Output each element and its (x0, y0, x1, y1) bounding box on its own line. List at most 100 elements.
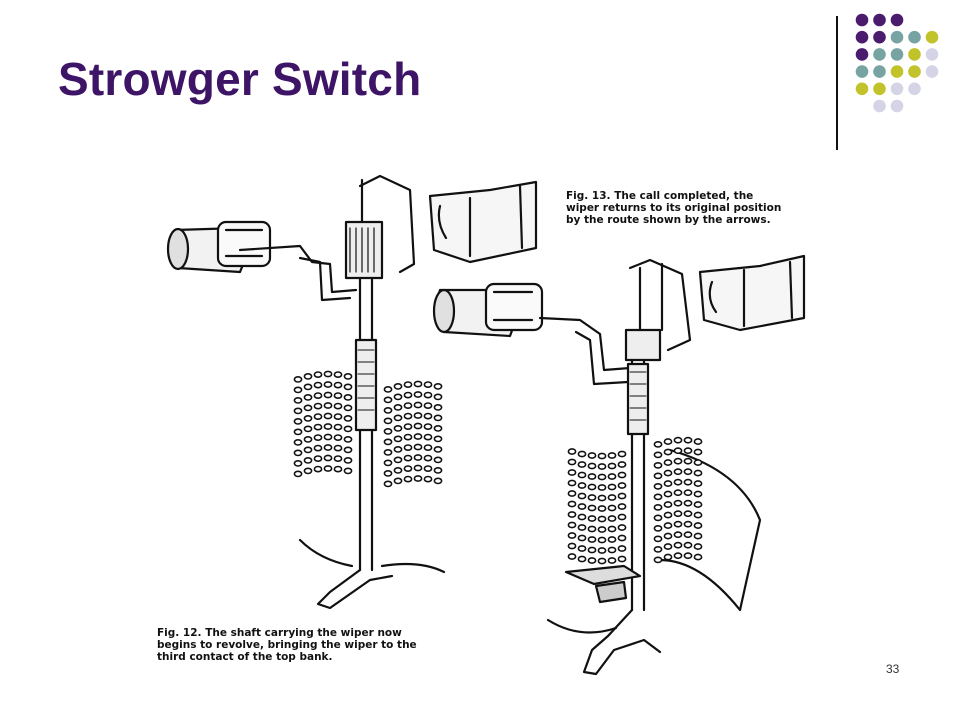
bank-contact (403, 391, 413, 399)
bank-contact (663, 469, 673, 477)
bank-contact (577, 482, 587, 489)
left-contact-bank (293, 370, 443, 488)
decorative-dot (908, 30, 921, 44)
bank-contact (577, 555, 587, 563)
bank-contact (597, 494, 607, 502)
bank-contact (673, 468, 683, 476)
bank-contact (663, 511, 673, 519)
bank-contact (663, 490, 673, 498)
bank-contact (683, 489, 693, 497)
bank-contact (313, 413, 323, 420)
bank-contact (383, 448, 393, 456)
right-contact-bank (567, 436, 703, 565)
bank-contact (577, 471, 587, 479)
bank-contact (597, 557, 607, 565)
bank-contact (597, 463, 607, 470)
caption-fig12: Fig. 12. The shaft carrying the wiper no… (157, 627, 417, 663)
bank-contact (607, 536, 617, 543)
bank-contact (673, 510, 683, 518)
bank-contact (383, 406, 393, 414)
bank-contact (597, 473, 607, 481)
bank-contact (683, 520, 693, 528)
bank-contact (673, 552, 683, 560)
decorative-dot (908, 65, 921, 78)
bank-contact (673, 541, 683, 549)
bank-contact (433, 456, 443, 464)
bank-contact (343, 404, 353, 412)
bank-contact (423, 465, 433, 472)
bank-contact (293, 386, 303, 394)
bank-contact (343, 383, 353, 391)
bank-contact (413, 433, 423, 440)
bank-contact (653, 524, 663, 532)
bank-contact (567, 500, 577, 508)
bank-contact (587, 473, 597, 480)
bank-contact (403, 423, 413, 430)
bank-contact (413, 443, 423, 451)
bank-contact (433, 382, 443, 390)
bank-contact (607, 504, 617, 512)
decorative-dot (908, 48, 921, 61)
bank-contact (673, 489, 683, 497)
bank-contact (343, 393, 353, 401)
bank-contact (617, 492, 627, 500)
bank-contact (303, 446, 313, 454)
bank-contact (653, 482, 663, 490)
bank-contact (607, 557, 617, 564)
bank-contact (293, 428, 303, 436)
bank-contact (607, 473, 617, 480)
bank-contact (403, 444, 413, 451)
bank-contact (413, 464, 423, 472)
bank-contact (663, 532, 673, 540)
bank-contact (403, 454, 413, 462)
bank-contact (617, 482, 627, 489)
bank-contact (693, 532, 703, 540)
bank-contact (653, 556, 663, 564)
bank-contact (343, 372, 353, 380)
bank-contact (323, 454, 333, 462)
decorative-dot (890, 82, 904, 96)
bank-contact (313, 465, 323, 473)
bank-contact (617, 461, 627, 468)
bank-contact (577, 503, 587, 510)
bank-contact (433, 414, 443, 422)
bank-contact (653, 440, 663, 448)
bank-contact (567, 469, 577, 476)
bank-contact (577, 524, 587, 531)
bank-contact (393, 477, 403, 485)
bank-contact (293, 438, 303, 446)
decorative-dot (855, 48, 869, 61)
bank-contact (323, 412, 333, 420)
bank-contact (683, 552, 693, 560)
bank-contact (313, 392, 323, 399)
bank-contact (577, 545, 587, 552)
decorative-dot (873, 65, 886, 78)
bank-contact (693, 553, 703, 561)
decorative-dot (890, 30, 904, 44)
bank-contact (653, 503, 663, 511)
bank-contact (653, 461, 663, 469)
bank-contact (567, 521, 577, 529)
decorative-dot (873, 82, 886, 96)
bank-contact (663, 501, 673, 508)
bank-contact (433, 435, 443, 443)
bank-contact (673, 447, 683, 455)
bank-contact (393, 393, 403, 401)
bank-contact (693, 543, 703, 550)
bank-contact (293, 449, 303, 457)
bank-contact (423, 391, 433, 399)
bank-contact (423, 475, 433, 483)
bank-contact (663, 448, 673, 456)
bank-contact (693, 469, 703, 477)
bank-contact (587, 525, 597, 533)
bank-contact (333, 455, 343, 462)
bank-contact (663, 553, 673, 561)
bank-contact (597, 536, 607, 544)
bank-contact (693, 438, 703, 445)
bank-contact (433, 424, 443, 432)
bank-contact (567, 479, 577, 487)
bank-contact (323, 465, 333, 472)
bank-contact (343, 456, 353, 464)
bank-contact (683, 457, 693, 465)
decorative-divider (836, 16, 838, 150)
